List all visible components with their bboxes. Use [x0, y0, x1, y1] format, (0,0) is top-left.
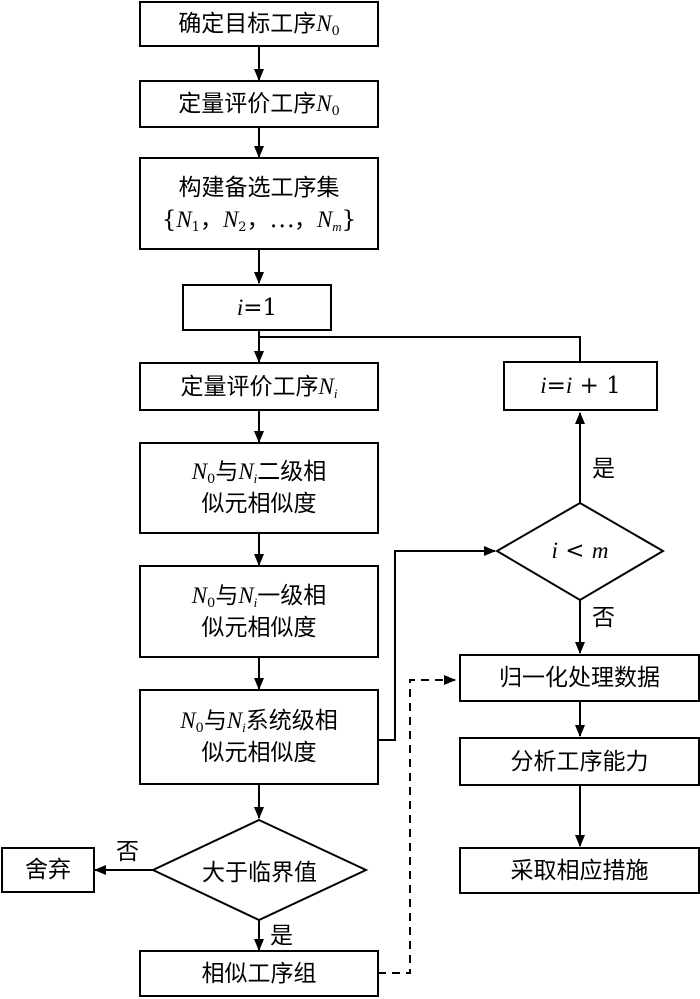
- ellipsis: ⋯: [269, 206, 294, 233]
- compare-label: i < m: [497, 531, 663, 571]
- i-variable: i: [236, 294, 244, 320]
- n-variable: N: [176, 206, 192, 232]
- evaluate-target-label: 定量评价工序: [178, 91, 317, 117]
- subscript-0: 0: [195, 721, 204, 736]
- conjunction: 与: [203, 708, 227, 734]
- increment-box: i=i + 1: [503, 361, 658, 411]
- analyze-box: 分析工序能力: [459, 737, 700, 786]
- separator: ，: [199, 206, 223, 233]
- evaluate-target-box: 定量评价工序N0: [139, 80, 379, 128]
- similar-group-label: 相似工序组: [201, 960, 317, 987]
- first-level-line1: 一级相: [257, 582, 327, 609]
- n-variable: N: [222, 206, 239, 232]
- close-brace: }: [341, 206, 357, 233]
- build-set-members: {N1，N2，⋯，Nm}: [162, 204, 357, 236]
- subscript-i: i: [253, 471, 258, 486]
- equals-sign: =: [546, 373, 566, 399]
- second-level-line2: 似元相似度: [201, 491, 317, 517]
- subscript-i: i: [333, 385, 338, 401]
- conjunction: 与: [215, 459, 239, 485]
- arrow-increment-loop-back: [259, 336, 581, 361]
- separator: ，: [246, 206, 270, 233]
- threshold-yes-label: 是: [270, 923, 293, 949]
- subscript-0: 0: [331, 24, 340, 39]
- discard-box: 舍弃: [1, 847, 95, 893]
- system-level-box: N0与Ni系统级相 似元相似度: [139, 689, 379, 785]
- evaluate-i-box: 定量评价工序Ni: [139, 362, 379, 411]
- normalize-box: 归一化处理数据: [459, 654, 700, 702]
- n-variable: N: [318, 373, 334, 399]
- compare-yes-label: 是: [592, 456, 615, 482]
- determine-target-label: 确定目标工序: [178, 11, 317, 37]
- threshold-no-label: 否: [116, 839, 139, 865]
- m-variable: m: [591, 538, 609, 563]
- i-variable: i: [565, 373, 573, 398]
- measures-box: 采取相应措施: [459, 847, 700, 894]
- determine-target-box: 确定目标工序N0: [139, 1, 379, 47]
- analyze-label: 分析工序能力: [510, 748, 649, 775]
- measures-label: 采取相应措施: [510, 857, 649, 884]
- open-brace: {: [161, 206, 177, 233]
- threshold-label: 大于临界值: [202, 860, 317, 886]
- n-variable: N: [226, 708, 243, 733]
- separator: ，: [293, 206, 317, 233]
- init-i-box: i=1: [182, 284, 332, 331]
- subscript-0: 0: [207, 472, 216, 487]
- i-variable: i: [540, 373, 547, 398]
- subscript-1: 1: [191, 219, 200, 235]
- similar-group-box: 相似工序组: [139, 950, 379, 997]
- normalize-label: 归一化处理数据: [499, 665, 660, 691]
- increment-tail: + 1: [572, 373, 621, 399]
- n-variable: N: [191, 582, 208, 608]
- system-level-line2: 似元相似度: [201, 740, 317, 766]
- compare-diamond: [495, 501, 665, 602]
- second-level-line1: 二级相: [257, 459, 327, 485]
- evaluate-i-label: 定量评价工序: [180, 373, 319, 400]
- arrow-group-to-normalize-dashed: [378, 675, 456, 974]
- build-set-title: 构建备选工序集: [178, 174, 340, 201]
- n-variable: N: [316, 206, 333, 232]
- n-variable: N: [238, 582, 254, 608]
- system-level-line1: 系统级相: [245, 708, 338, 734]
- subscript-0: 0: [331, 104, 340, 119]
- n-variable: N: [316, 11, 332, 36]
- subscript-m: m: [332, 218, 342, 234]
- first-level-line2: 似元相似度: [201, 614, 317, 641]
- subscript-i: i: [242, 720, 246, 735]
- build-set-box: 构建备选工序集 {N1，N2，⋯，Nm}: [139, 157, 379, 250]
- conjunction: 与: [215, 582, 239, 609]
- first-level-box: N0与Ni一级相 似元相似度: [139, 565, 379, 658]
- n-variable: N: [180, 708, 196, 733]
- subscript-2: 2: [238, 219, 247, 235]
- threshold-diamond: [150, 818, 369, 922]
- arrow-system-to-compare: [378, 546, 496, 741]
- subscript-i: i: [253, 594, 258, 610]
- compare-no-label: 否: [592, 605, 615, 631]
- discard-label: 舍弃: [25, 857, 71, 883]
- n-variable: N: [316, 91, 332, 116]
- second-level-box: N0与Ni二级相 似元相似度: [139, 442, 379, 534]
- n-variable: N: [238, 459, 254, 484]
- subscript-0: 0: [207, 595, 216, 611]
- init-value: =1: [243, 294, 278, 321]
- i-variable: i: [551, 538, 558, 563]
- less-than-operator: <: [557, 538, 592, 564]
- n-variable: N: [191, 459, 208, 484]
